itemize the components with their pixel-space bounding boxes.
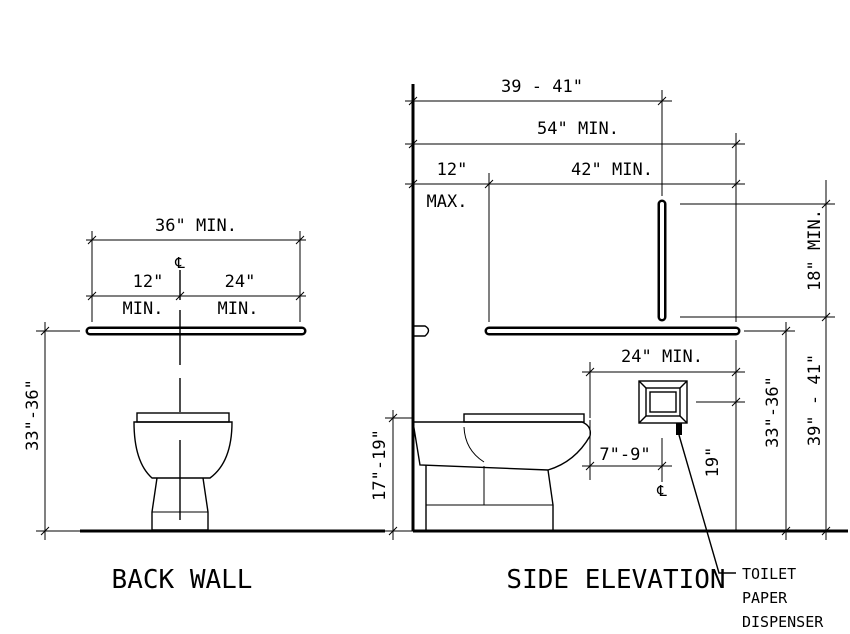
side-dim-24 <box>582 340 745 531</box>
back-wall-view: 36" MIN. 12" MIN. 24" MIN. ℄ 33"-36" BAC… <box>23 216 385 595</box>
side-dim-39-41-label: 39" - 41" <box>805 354 825 446</box>
back-wall-dim-height <box>36 322 80 540</box>
side-dim-42-label: 42" MIN. <box>571 160 653 180</box>
side-dim-12-label: 12" <box>437 160 468 180</box>
dispenser-callout-leader <box>678 434 736 574</box>
callout-line-1: TOILET <box>742 565 796 583</box>
toilet-paper-dispenser <box>638 380 688 435</box>
side-dim-7-9-label: 7"-9" <box>599 445 650 465</box>
side-dim-54-label: 54" MIN. <box>537 119 619 139</box>
side-dim-39-41-top <box>405 90 672 196</box>
side-dim-39-41-top-label: 39 - 41" <box>501 77 583 97</box>
side-dim-54 <box>405 133 745 322</box>
side-dim-7-9 <box>582 420 672 482</box>
side-dim-12-sub: MAX. <box>427 192 468 212</box>
side-dim-12-42 <box>405 173 745 322</box>
flush-valve-stub <box>413 325 430 337</box>
side-dim-18 <box>680 180 835 540</box>
side-dim-18-label: 18" MIN. <box>805 209 825 291</box>
back-wall-dim-12-label: 12" <box>133 272 164 292</box>
side-centerline-symbol: ℄ <box>656 482 667 500</box>
side-elevation-view: TOILET PAPER DISPENSER 39 - 41" 54" MIN. <box>370 77 848 631</box>
back-wall-title: BACK WALL <box>112 565 253 595</box>
side-dim-19-label: 19" <box>703 447 723 478</box>
back-wall-dim-36-label: 36" MIN. <box>155 216 237 236</box>
back-wall-dim-36 <box>86 231 306 322</box>
side-dim-seat-height-label: 17"-19" <box>370 429 390 501</box>
back-wall-centerline-symbol: ℄ <box>174 254 185 272</box>
back-wall-dim-split <box>86 291 306 301</box>
side-dim-33-36-label: 33"-36" <box>763 376 783 448</box>
back-wall-dim-12-sub: MIN. <box>123 299 164 319</box>
side-dim-24-label: 24" MIN. <box>621 347 703 367</box>
callout-line-3: DISPENSER <box>742 613 824 631</box>
side-dim-seat-height <box>385 410 413 540</box>
side-elevation-title: SIDE ELEVATION <box>506 565 725 595</box>
side-toilet <box>412 413 592 530</box>
side-dim-19 <box>696 397 745 407</box>
back-wall-dim-height-label: 33"-36" <box>23 379 43 451</box>
back-wall-dim-24-sub: MIN. <box>218 299 259 319</box>
back-wall-toilet <box>133 412 233 531</box>
back-wall-dim-24-label: 24" <box>225 272 256 292</box>
callout-line-2: PAPER <box>742 589 788 607</box>
side-dim-33-36 <box>744 322 795 540</box>
